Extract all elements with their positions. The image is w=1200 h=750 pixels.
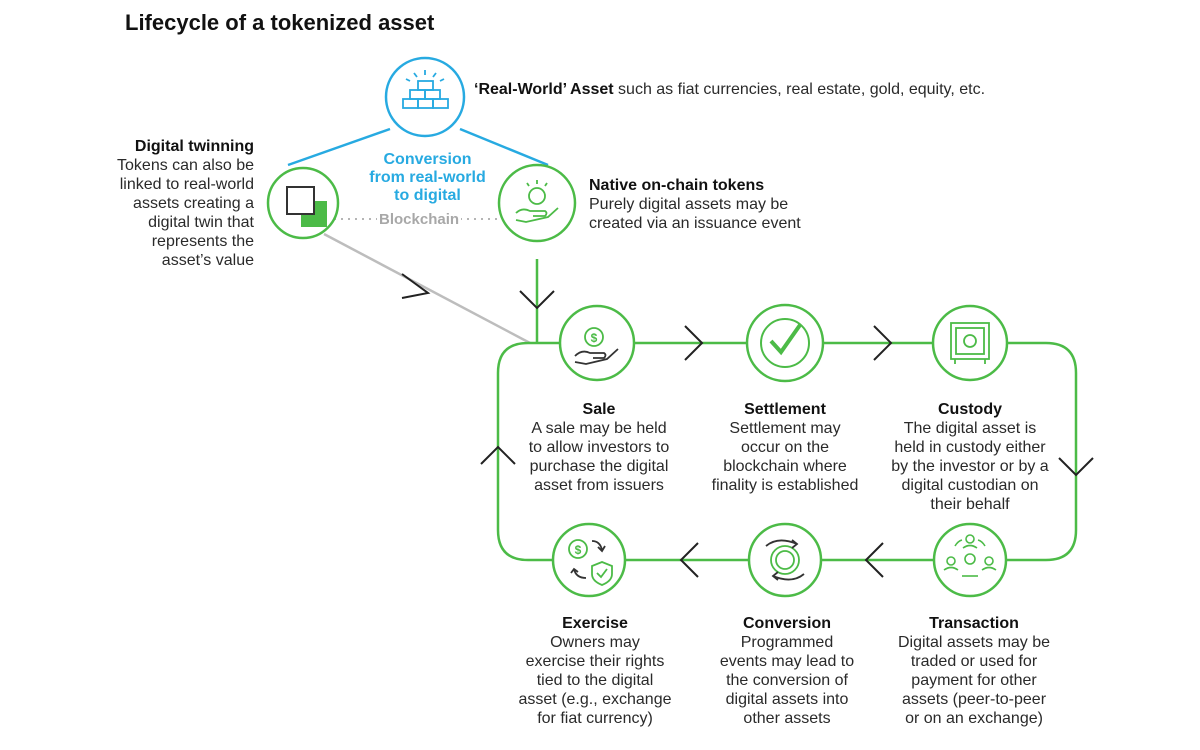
safe-icon	[931, 304, 1009, 382]
people-network-icon	[932, 522, 1008, 598]
stage-line: events may lead to	[719, 653, 855, 670]
stage-heading: Conversion	[742, 615, 831, 632]
real-world-asset-label: ‘Real-World’ Asset such as fiat currenci…	[474, 80, 985, 99]
digital-twinning-line: Tokens can also be	[117, 157, 254, 174]
stage-line: by the investor or by a	[891, 458, 1049, 475]
conversion-line: from real-world	[369, 169, 486, 186]
stage-line: to allow investors to	[528, 439, 670, 456]
overlapping-squares-icon	[266, 166, 340, 240]
hand-dollar-icon: $	[558, 304, 636, 382]
digital-twinning-line: assets creating a	[133, 195, 254, 212]
stage-line: or on an exchange)	[905, 710, 1043, 727]
page-title: Lifecycle of a tokenized asset	[125, 10, 435, 35]
stage-heading: Settlement	[744, 401, 826, 418]
stage-line: Digital assets may be	[897, 634, 1051, 651]
stage-conversion: Conversion Programmed events may lead to…	[702, 614, 872, 728]
stage-custody: Custody The digital asset is held in cus…	[885, 400, 1055, 514]
checkmark-icon	[745, 303, 825, 383]
stage-line: asset (e.g., exchange	[518, 691, 672, 708]
stage-line: Settlement may	[729, 420, 841, 437]
native-tokens-heading: Native on-chain tokens	[589, 177, 765, 194]
digital-twinning-line: represents the	[151, 233, 254, 250]
svg-text:$: $	[575, 543, 582, 557]
stage-exercise: Exercise Owners may exercise their right…	[510, 614, 680, 728]
stage-line: occur on the	[740, 439, 830, 456]
hand-coin-icon	[497, 163, 577, 243]
stage-line: the conversion of	[726, 672, 848, 689]
arrow-transaction-conversion	[864, 542, 884, 578]
stage-line: purchase the digital	[529, 458, 669, 475]
stage-line: for fiat currency)	[537, 710, 653, 727]
stage-line: A sale may be held	[531, 420, 667, 437]
conversion-line: to digital	[394, 187, 461, 204]
stage-line: their behalf	[930, 496, 1010, 513]
conversion-line: Conversion	[383, 151, 472, 168]
stage-line: digital assets into	[725, 691, 849, 708]
twin-arrow-chevron	[401, 273, 431, 299]
stage-line: Programmed	[740, 634, 834, 651]
conversion-from-real-world-label: Conversion from real-world to digital	[350, 151, 505, 205]
stage-line: finality is established	[711, 477, 859, 494]
digital-twinning-line: linked to real-world	[119, 176, 254, 193]
real-world-asset-description: such as fiat currencies, real estate, go…	[613, 81, 986, 98]
stage-line: traded or used for	[910, 653, 1038, 670]
branch-line-left	[287, 127, 391, 167]
stage-line: tied to the digital	[536, 672, 654, 689]
stage-line: other assets	[743, 710, 831, 727]
gold-bars-icon	[384, 56, 466, 138]
stage-line: payment for other	[911, 672, 1037, 689]
stage-line: held in custody either	[894, 439, 1046, 456]
stage-line: The digital asset is	[903, 420, 1037, 437]
arrow-conversion-exercise	[679, 542, 699, 578]
native-arrow-chevron	[519, 290, 555, 310]
stage-heading: Transaction	[929, 615, 1019, 632]
stage-heading: Exercise	[562, 615, 628, 632]
stage-line: Owners may	[550, 634, 640, 651]
stage-settlement: Settlement Settlement may occur on the b…	[700, 400, 870, 495]
stage-heading: Custody	[938, 401, 1002, 418]
stage-line: asset from issuers	[534, 477, 664, 494]
dollar-exchange-icon: $	[551, 522, 627, 598]
arrow-exercise-sale	[480, 445, 516, 465]
arrow-custody-transaction	[1058, 457, 1094, 477]
stage-line: assets (peer-to-peer	[901, 691, 1047, 708]
coin-cycle-icon	[747, 522, 823, 598]
twin-to-sale-line	[323, 232, 531, 345]
branch-line-right	[459, 127, 549, 167]
stage-line: digital custodian on	[901, 477, 1039, 494]
arrow-sale-settlement	[684, 325, 704, 361]
blockchain-label: Blockchain	[377, 211, 462, 228]
stage-sale: Sale A sale may be held to allow investo…	[514, 400, 684, 495]
stage-line: exercise their rights	[525, 653, 665, 670]
native-tokens-block: Native on-chain tokens Purely digital as…	[589, 176, 801, 233]
stage-heading: Sale	[582, 401, 616, 418]
svg-text:$: $	[591, 331, 598, 345]
native-tokens-line: Purely digital assets may be	[589, 196, 789, 213]
digital-twinning-block: Digital twinning Tokens can also be link…	[117, 137, 254, 270]
digital-twinning-heading: Digital twinning	[134, 138, 254, 155]
digital-twinning-line: digital twin that	[148, 214, 254, 231]
arrow-settlement-custody	[873, 325, 893, 361]
digital-twinning-line: asset’s value	[161, 252, 254, 269]
stage-transaction: Transaction Digital assets may be traded…	[884, 614, 1064, 728]
real-world-asset-heading: ‘Real-World’ Asset	[474, 81, 614, 98]
native-tokens-line: created via an issuance event	[589, 215, 801, 232]
stage-line: blockchain where	[723, 458, 847, 475]
